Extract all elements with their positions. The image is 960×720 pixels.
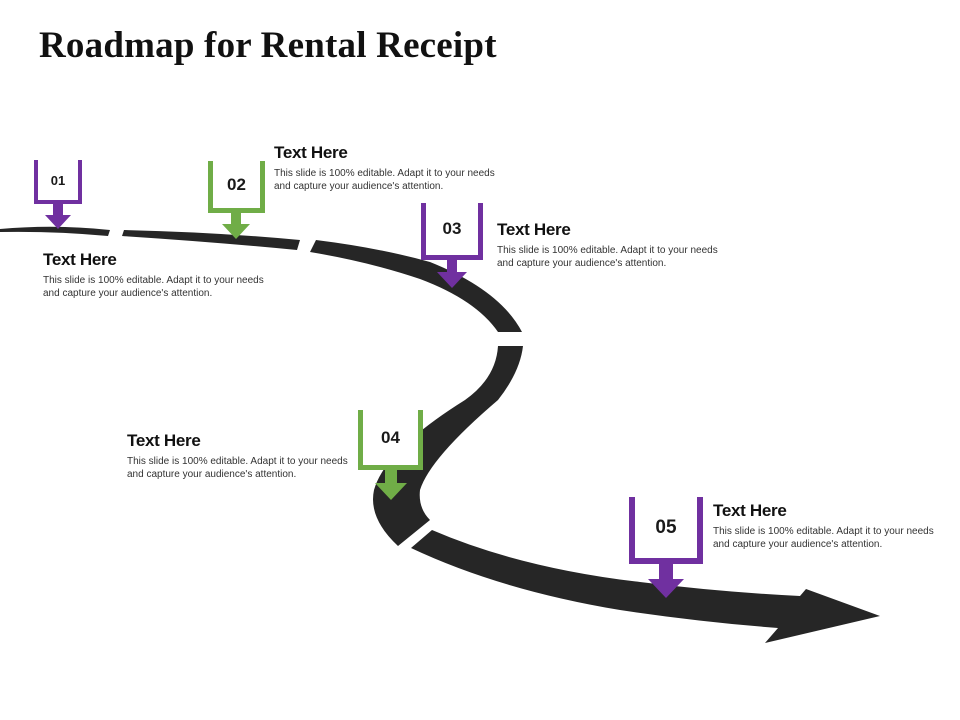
step-text-02: Text Here This slide is 100% editable. A…: [274, 143, 498, 193]
down-arrow-icon: [45, 203, 71, 229]
down-arrow-icon: [648, 562, 684, 598]
step-text-01: Text Here This slide is 100% editable. A…: [43, 250, 267, 300]
step-heading-03: Text Here: [497, 220, 571, 239]
step-text-03: Text Here This slide is 100% editable. A…: [497, 220, 721, 270]
road-segment-4: [373, 346, 523, 546]
step-description-05: This slide is 100% editable. Adapt it to…: [713, 526, 934, 550]
down-arrow-icon: [437, 258, 467, 288]
road-segment-1: [0, 226, 110, 236]
step-number-box-04: 04: [358, 410, 423, 470]
step-heading-02: Text Here: [274, 143, 348, 162]
step-number-box-03: 03: [421, 203, 483, 260]
road-segment-5: [411, 530, 880, 643]
step-heading-01: Text Here: [43, 250, 117, 269]
step-description-04: This slide is 100% editable. Adapt it to…: [127, 456, 348, 480]
step-description-01: This slide is 100% editable. Adapt it to…: [43, 275, 264, 299]
step-description-03: This slide is 100% editable. Adapt it to…: [497, 245, 718, 269]
step-heading-04: Text Here: [127, 431, 201, 450]
road-segment-3: [310, 240, 522, 332]
down-arrow-icon: [375, 468, 407, 500]
step-text-04: Text Here This slide is 100% editable. A…: [127, 431, 351, 481]
step-number-box-05: 05: [629, 497, 703, 564]
step-number-box-02: 02: [208, 161, 265, 213]
road-segment-2: [122, 230, 300, 250]
step-description-02: This slide is 100% editable. Adapt it to…: [274, 168, 495, 192]
step-heading-05: Text Here: [713, 501, 787, 520]
step-number-01: 01: [50, 172, 66, 188]
step-number-04: 04: [381, 427, 400, 447]
step-number-05: 05: [655, 516, 677, 538]
step-number-02: 02: [227, 174, 246, 194]
step-number-box-01: 01: [34, 160, 82, 204]
page-title: Roadmap for Rental Receipt: [39, 25, 497, 66]
step-number-03: 03: [442, 219, 462, 238]
step-text-05: Text Here This slide is 100% editable. A…: [713, 501, 937, 551]
down-arrow-icon: [222, 211, 250, 239]
